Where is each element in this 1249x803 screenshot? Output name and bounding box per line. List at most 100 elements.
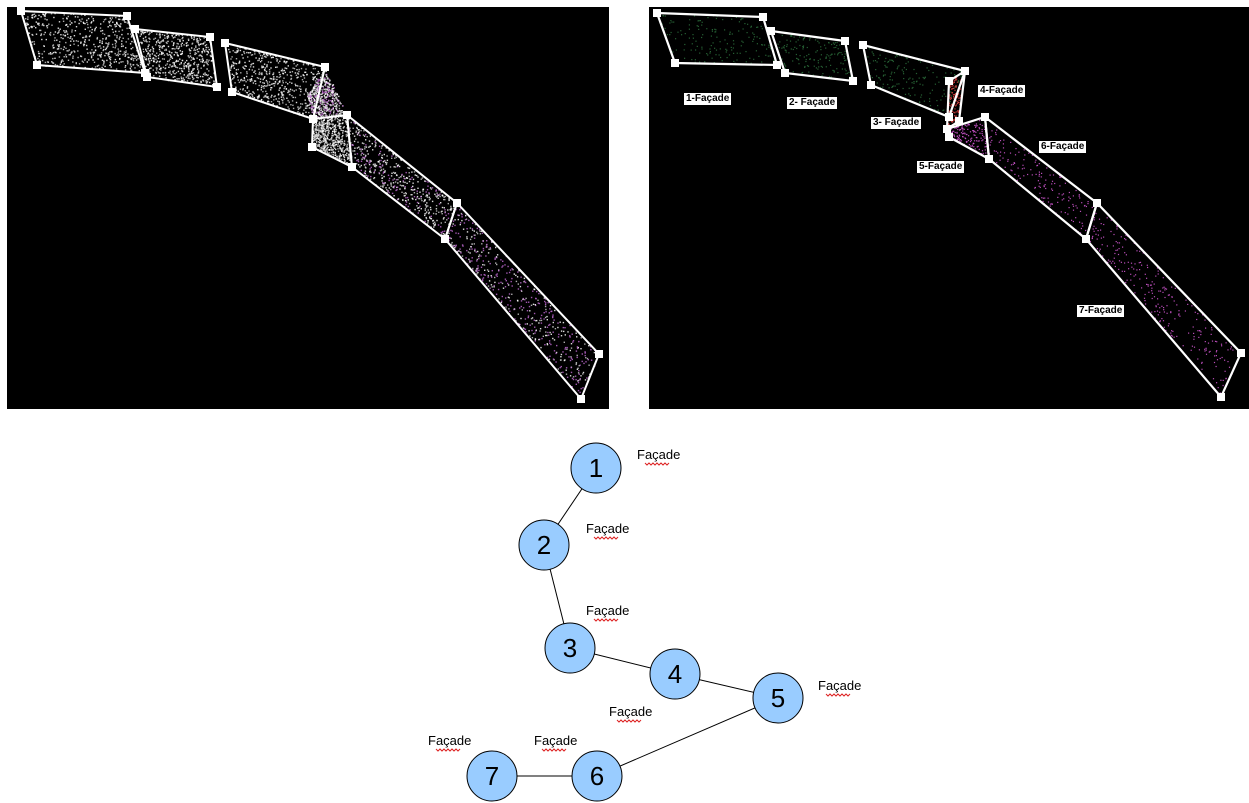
point (325, 129, 327, 132)
point (962, 130, 964, 132)
point (132, 64, 135, 66)
point (92, 51, 94, 54)
point (60, 61, 62, 64)
point (1200, 334, 1202, 336)
point (508, 293, 511, 295)
point (490, 275, 492, 277)
point (560, 371, 562, 374)
point (468, 219, 470, 222)
point (119, 36, 121, 38)
point (145, 57, 148, 60)
point (1117, 242, 1119, 244)
point (26, 24, 28, 26)
point (806, 65, 809, 67)
point (586, 357, 589, 360)
point (991, 139, 993, 141)
point (105, 52, 107, 54)
point (839, 44, 841, 46)
point (834, 42, 836, 44)
point (329, 79, 331, 81)
point (258, 73, 260, 75)
point (1113, 257, 1115, 259)
point (1003, 139, 1005, 141)
point (200, 54, 202, 57)
point (257, 89, 259, 91)
point (546, 343, 548, 345)
point (300, 90, 302, 93)
point (277, 62, 280, 64)
point (953, 134, 955, 136)
point (905, 68, 907, 71)
node-label-7: 7 (485, 761, 499, 791)
point (200, 80, 202, 83)
point (1072, 205, 1075, 207)
point (109, 57, 111, 60)
point (178, 47, 180, 49)
point (83, 43, 86, 46)
point (954, 115, 956, 117)
point (106, 43, 109, 45)
point (317, 107, 319, 110)
point (476, 231, 478, 233)
point (285, 67, 288, 70)
point (487, 260, 490, 263)
point (62, 17, 64, 20)
point (427, 181, 429, 183)
point (576, 336, 578, 338)
point (382, 186, 384, 188)
point (453, 207, 455, 209)
point (69, 37, 71, 39)
point (410, 178, 412, 180)
point (958, 110, 960, 112)
point (1205, 353, 1208, 355)
point (171, 48, 173, 50)
point (331, 132, 333, 135)
point (956, 77, 958, 79)
point (436, 192, 438, 194)
point (165, 64, 167, 66)
point (968, 135, 970, 137)
point (198, 47, 200, 50)
point (318, 86, 320, 89)
point (324, 91, 326, 93)
point (303, 109, 305, 111)
point (1085, 214, 1088, 216)
point (313, 77, 315, 80)
point (322, 113, 324, 115)
point (993, 150, 995, 152)
point (344, 130, 346, 133)
point (102, 68, 104, 70)
spellcheck-underline (593, 536, 619, 540)
point (86, 19, 88, 21)
point (37, 18, 39, 20)
point (1171, 335, 1173, 337)
point (757, 26, 759, 28)
point (545, 331, 547, 333)
point (397, 164, 400, 166)
point (517, 283, 519, 285)
point (395, 155, 397, 157)
point (109, 61, 111, 63)
point (511, 277, 513, 280)
point (967, 128, 969, 130)
point (321, 100, 323, 102)
point (692, 37, 694, 39)
point (1079, 221, 1081, 223)
point (107, 35, 109, 37)
point (535, 320, 537, 322)
point (332, 139, 334, 142)
point (321, 128, 323, 130)
point (336, 139, 339, 142)
point (471, 235, 473, 238)
corner-marker (841, 37, 849, 45)
point (67, 25, 69, 28)
point (273, 96, 275, 98)
point (158, 65, 161, 68)
point (903, 78, 905, 80)
point (102, 32, 104, 35)
point (72, 55, 74, 57)
point (344, 160, 346, 163)
point (447, 209, 449, 211)
point (327, 108, 329, 111)
point (319, 97, 321, 100)
